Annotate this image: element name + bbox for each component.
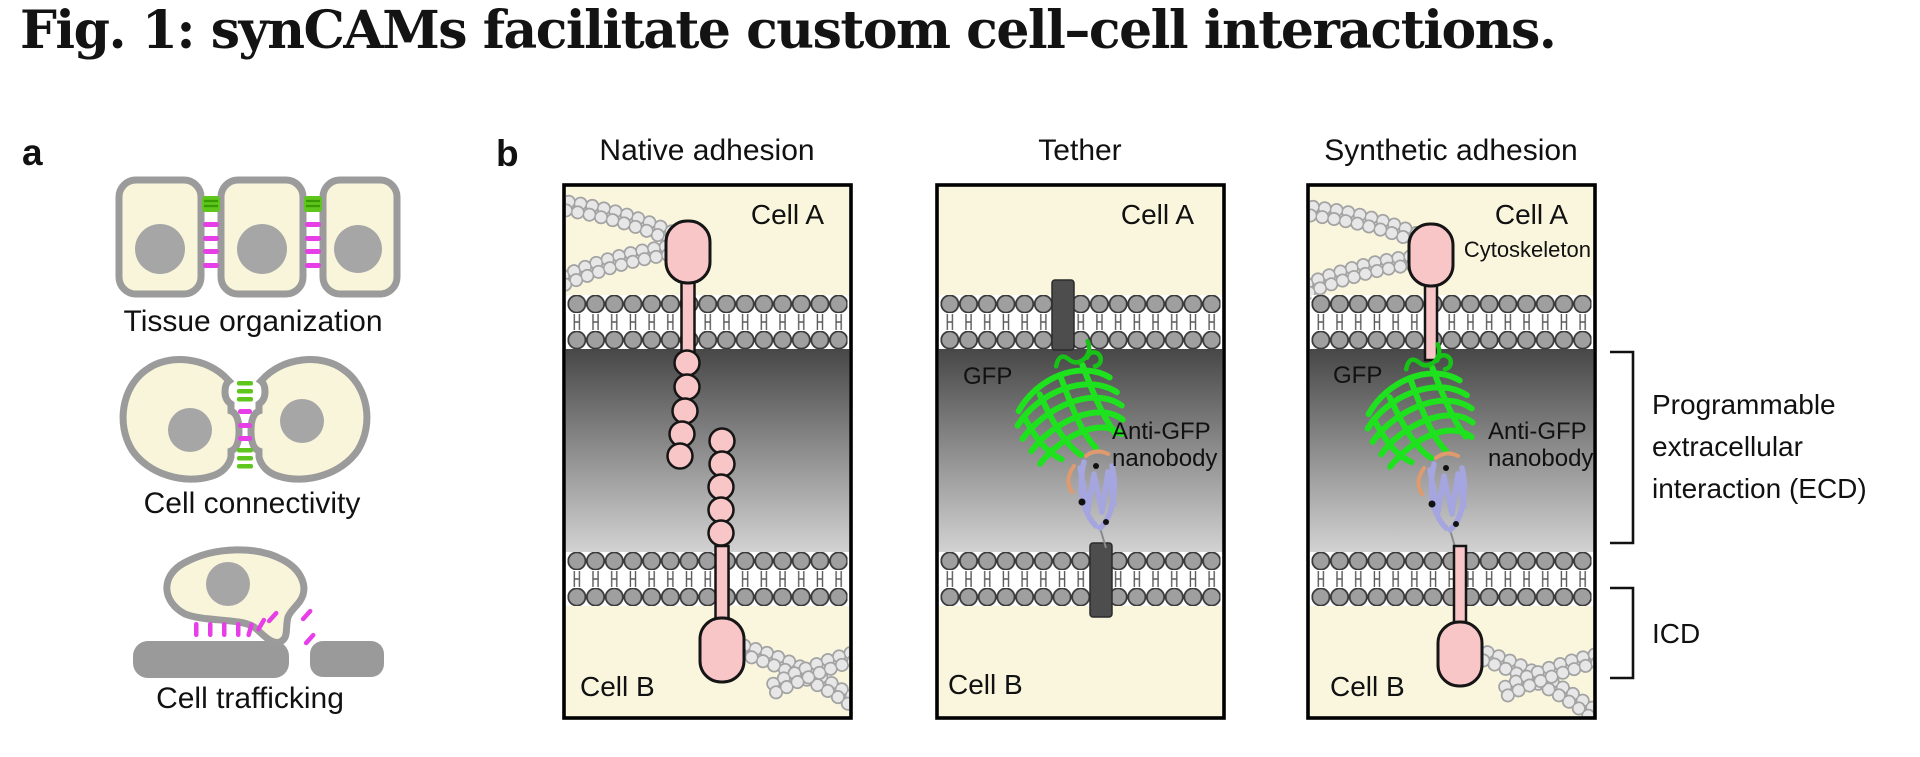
syncam-receptor-top [1407, 222, 1455, 362]
cell-trafficking-caption: Cell trafficking [156, 682, 344, 715]
junction-markers-2 [304, 196, 322, 268]
native-receptor-top [664, 219, 712, 470]
native-adhesion-box: Native adhesion [562, 134, 853, 720]
icd-label: ICD [1652, 618, 1700, 649]
native-cell-a-label: Cell A [751, 199, 824, 230]
tether-nanobody-label-line1: Anti-GFP [1112, 418, 1211, 445]
panel-b-label: b [496, 133, 519, 174]
cell-trafficking-diagram: Cell trafficking [133, 546, 384, 715]
tether-nanobody-label-line2: nanobody [1112, 445, 1217, 472]
tissue-organization-diagram: Tissue organization [115, 176, 401, 338]
syncam-receptor-bottom [1436, 544, 1484, 688]
trafficking-adhesion-dashes [194, 608, 316, 646]
cell-connectivity-caption: Cell connectivity [144, 487, 361, 520]
tether-rod-top [1051, 279, 1075, 351]
figure-title: Fig. 1: synCAMs facilitate custom cell–c… [20, 0, 1557, 61]
cytoskeleton-label: Cytoskeleton [1464, 237, 1591, 262]
synthetic-gfp-label: GFP [1333, 362, 1382, 389]
native-cell-b-label: Cell B [580, 671, 655, 702]
synthetic-cell-a-label: Cell A [1495, 199, 1568, 230]
ecd-label-line1: Programmable [1652, 389, 1836, 420]
ecd-label-line3: interaction (ECD) [1652, 473, 1867, 504]
tether-cell-b-label: Cell B [948, 669, 1023, 700]
tether-title: Tether [1038, 134, 1121, 167]
panel-a-label: a [22, 132, 43, 173]
native-receptor-bottom [698, 427, 746, 684]
junction-markers-3 [237, 381, 253, 469]
panel-b: b Native adhesion [496, 133, 1867, 720]
tether-cell-a-label: Cell A [1121, 199, 1194, 230]
ecd-annotation: Programmable extracellular interaction (… [1610, 350, 1867, 545]
tissue-organization-caption: Tissue organization [123, 305, 382, 338]
panel-a: a [22, 132, 401, 715]
ecd-label-line2: extracellular [1652, 431, 1803, 462]
tether-gfp-label: GFP [963, 363, 1012, 390]
ecd-bracket [1610, 350, 1635, 545]
synthetic-adhesion-title: Synthetic adhesion [1324, 134, 1578, 167]
tether-box: Tether Cell A Cell B GFP Anti-GFP nanobo… [935, 134, 1226, 720]
synthetic-cell-b-label: Cell B [1330, 671, 1405, 702]
native-adhesion-title: Native adhesion [599, 134, 814, 167]
tether-rod-bottom [1089, 542, 1113, 618]
icd-annotation: ICD [1610, 586, 1700, 680]
junction-markers-1 [202, 196, 220, 268]
synthetic-nanobody-label-line1: Anti-GFP [1488, 418, 1587, 445]
icd-bracket [1610, 586, 1635, 680]
cell-connectivity-diagram: Cell connectivity [119, 356, 371, 520]
synthetic-adhesion-box: Synthetic adhesion [1306, 134, 1597, 720]
synthetic-nanobody-label-line2: nanobody [1488, 445, 1593, 472]
